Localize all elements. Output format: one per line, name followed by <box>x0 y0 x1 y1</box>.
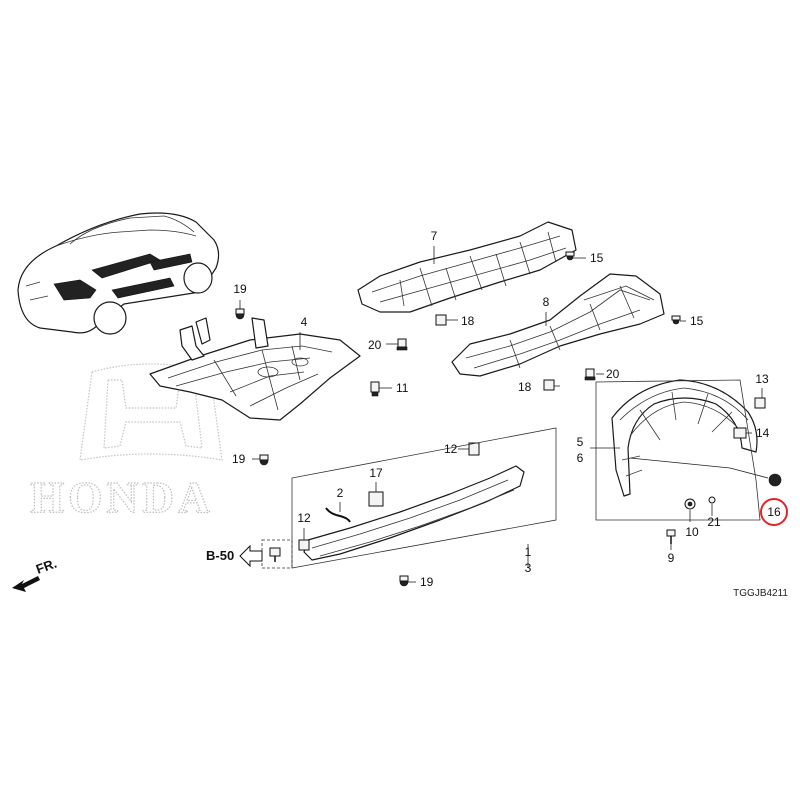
callout-19-b: 19 <box>232 452 246 466</box>
honda-logo-mark <box>79 363 223 461</box>
callout-13: 13 <box>755 372 769 386</box>
clip-19-mid <box>259 454 269 466</box>
reference-arrow-icon <box>239 544 263 568</box>
clip-15-a <box>565 251 575 261</box>
highlight-circle-16 <box>760 498 788 526</box>
callout-14: 14 <box>756 426 770 440</box>
reference-b50[interactable]: B-50 <box>206 544 263 568</box>
callout-11: 11 <box>396 381 409 395</box>
callout-18-b: 18 <box>518 380 532 394</box>
callout-15-b: 15 <box>690 314 704 328</box>
diagram-code: TGGJB4211 <box>733 588 788 599</box>
vehicle-locator <box>17 212 220 335</box>
front-direction: FR. <box>12 556 59 592</box>
liner-group-box <box>595 379 761 521</box>
clip-16 <box>768 473 782 487</box>
callout-7: 7 <box>431 229 438 243</box>
clip-17 <box>368 491 384 507</box>
clip-15-b <box>671 315 681 325</box>
callout-20-a: 20 <box>368 338 382 352</box>
callouts: 7 8 4 15 15 18 18 20 20 11 19 19 19 12 1… <box>232 229 788 589</box>
callout-18-a: 18 <box>461 314 475 328</box>
callout-12-a: 12 <box>444 442 458 456</box>
callout-1: 1 <box>525 545 532 559</box>
clip-12-b <box>298 539 310 551</box>
clip-12-a <box>468 442 480 456</box>
screw-21 <box>708 496 716 504</box>
clip-18-b <box>543 379 555 391</box>
callout-10: 10 <box>685 525 699 539</box>
honda-watermark: HONDA <box>29 363 223 523</box>
clip-19-top <box>235 308 245 320</box>
part-7-undercover-upper <box>357 221 577 313</box>
callout-6: 6 <box>577 451 584 465</box>
callout-2: 2 <box>337 486 344 500</box>
callout-12-b: 12 <box>297 511 311 525</box>
leader-lines <box>239 246 769 583</box>
callout-20-b: 20 <box>606 367 620 381</box>
bolt-11 <box>370 381 380 397</box>
clip-20-a <box>396 338 408 351</box>
clip-14 <box>733 427 747 439</box>
reference-label[interactable]: B-50 <box>206 548 234 563</box>
callout-9: 9 <box>668 551 675 565</box>
part-8-undercover-lower <box>451 273 665 377</box>
callout-15-a: 15 <box>590 251 604 265</box>
part-1-side-sill-garnish <box>303 465 525 561</box>
clip-18-a <box>435 314 447 326</box>
callout-17: 17 <box>369 466 383 480</box>
callout-16: 16 <box>767 505 781 519</box>
callout-5: 5 <box>577 435 584 449</box>
part-4-front-undercover <box>149 317 361 421</box>
clip-13 <box>754 397 766 409</box>
callout-8: 8 <box>543 295 550 309</box>
part-2-seal-strip <box>325 507 351 523</box>
part-5-wheel-liner <box>611 379 758 497</box>
screw-9 <box>666 529 676 544</box>
front-label: FR. <box>34 556 59 577</box>
honda-wordmark: HONDA <box>30 473 214 522</box>
callout-4: 4 <box>301 315 308 329</box>
callout-19-c: 19 <box>420 575 434 589</box>
clip-20-b <box>584 368 596 381</box>
fasteners <box>235 251 782 587</box>
callout-21: 21 <box>707 515 721 529</box>
sill-group-box <box>291 427 557 569</box>
screw-ref-b50 <box>269 547 281 562</box>
callout-3: 3 <box>525 561 532 575</box>
clip-19-bottom <box>399 575 409 587</box>
front-arrow-icon <box>12 576 40 592</box>
callout-19-a: 19 <box>233 282 247 296</box>
bolt-10 <box>684 498 696 510</box>
